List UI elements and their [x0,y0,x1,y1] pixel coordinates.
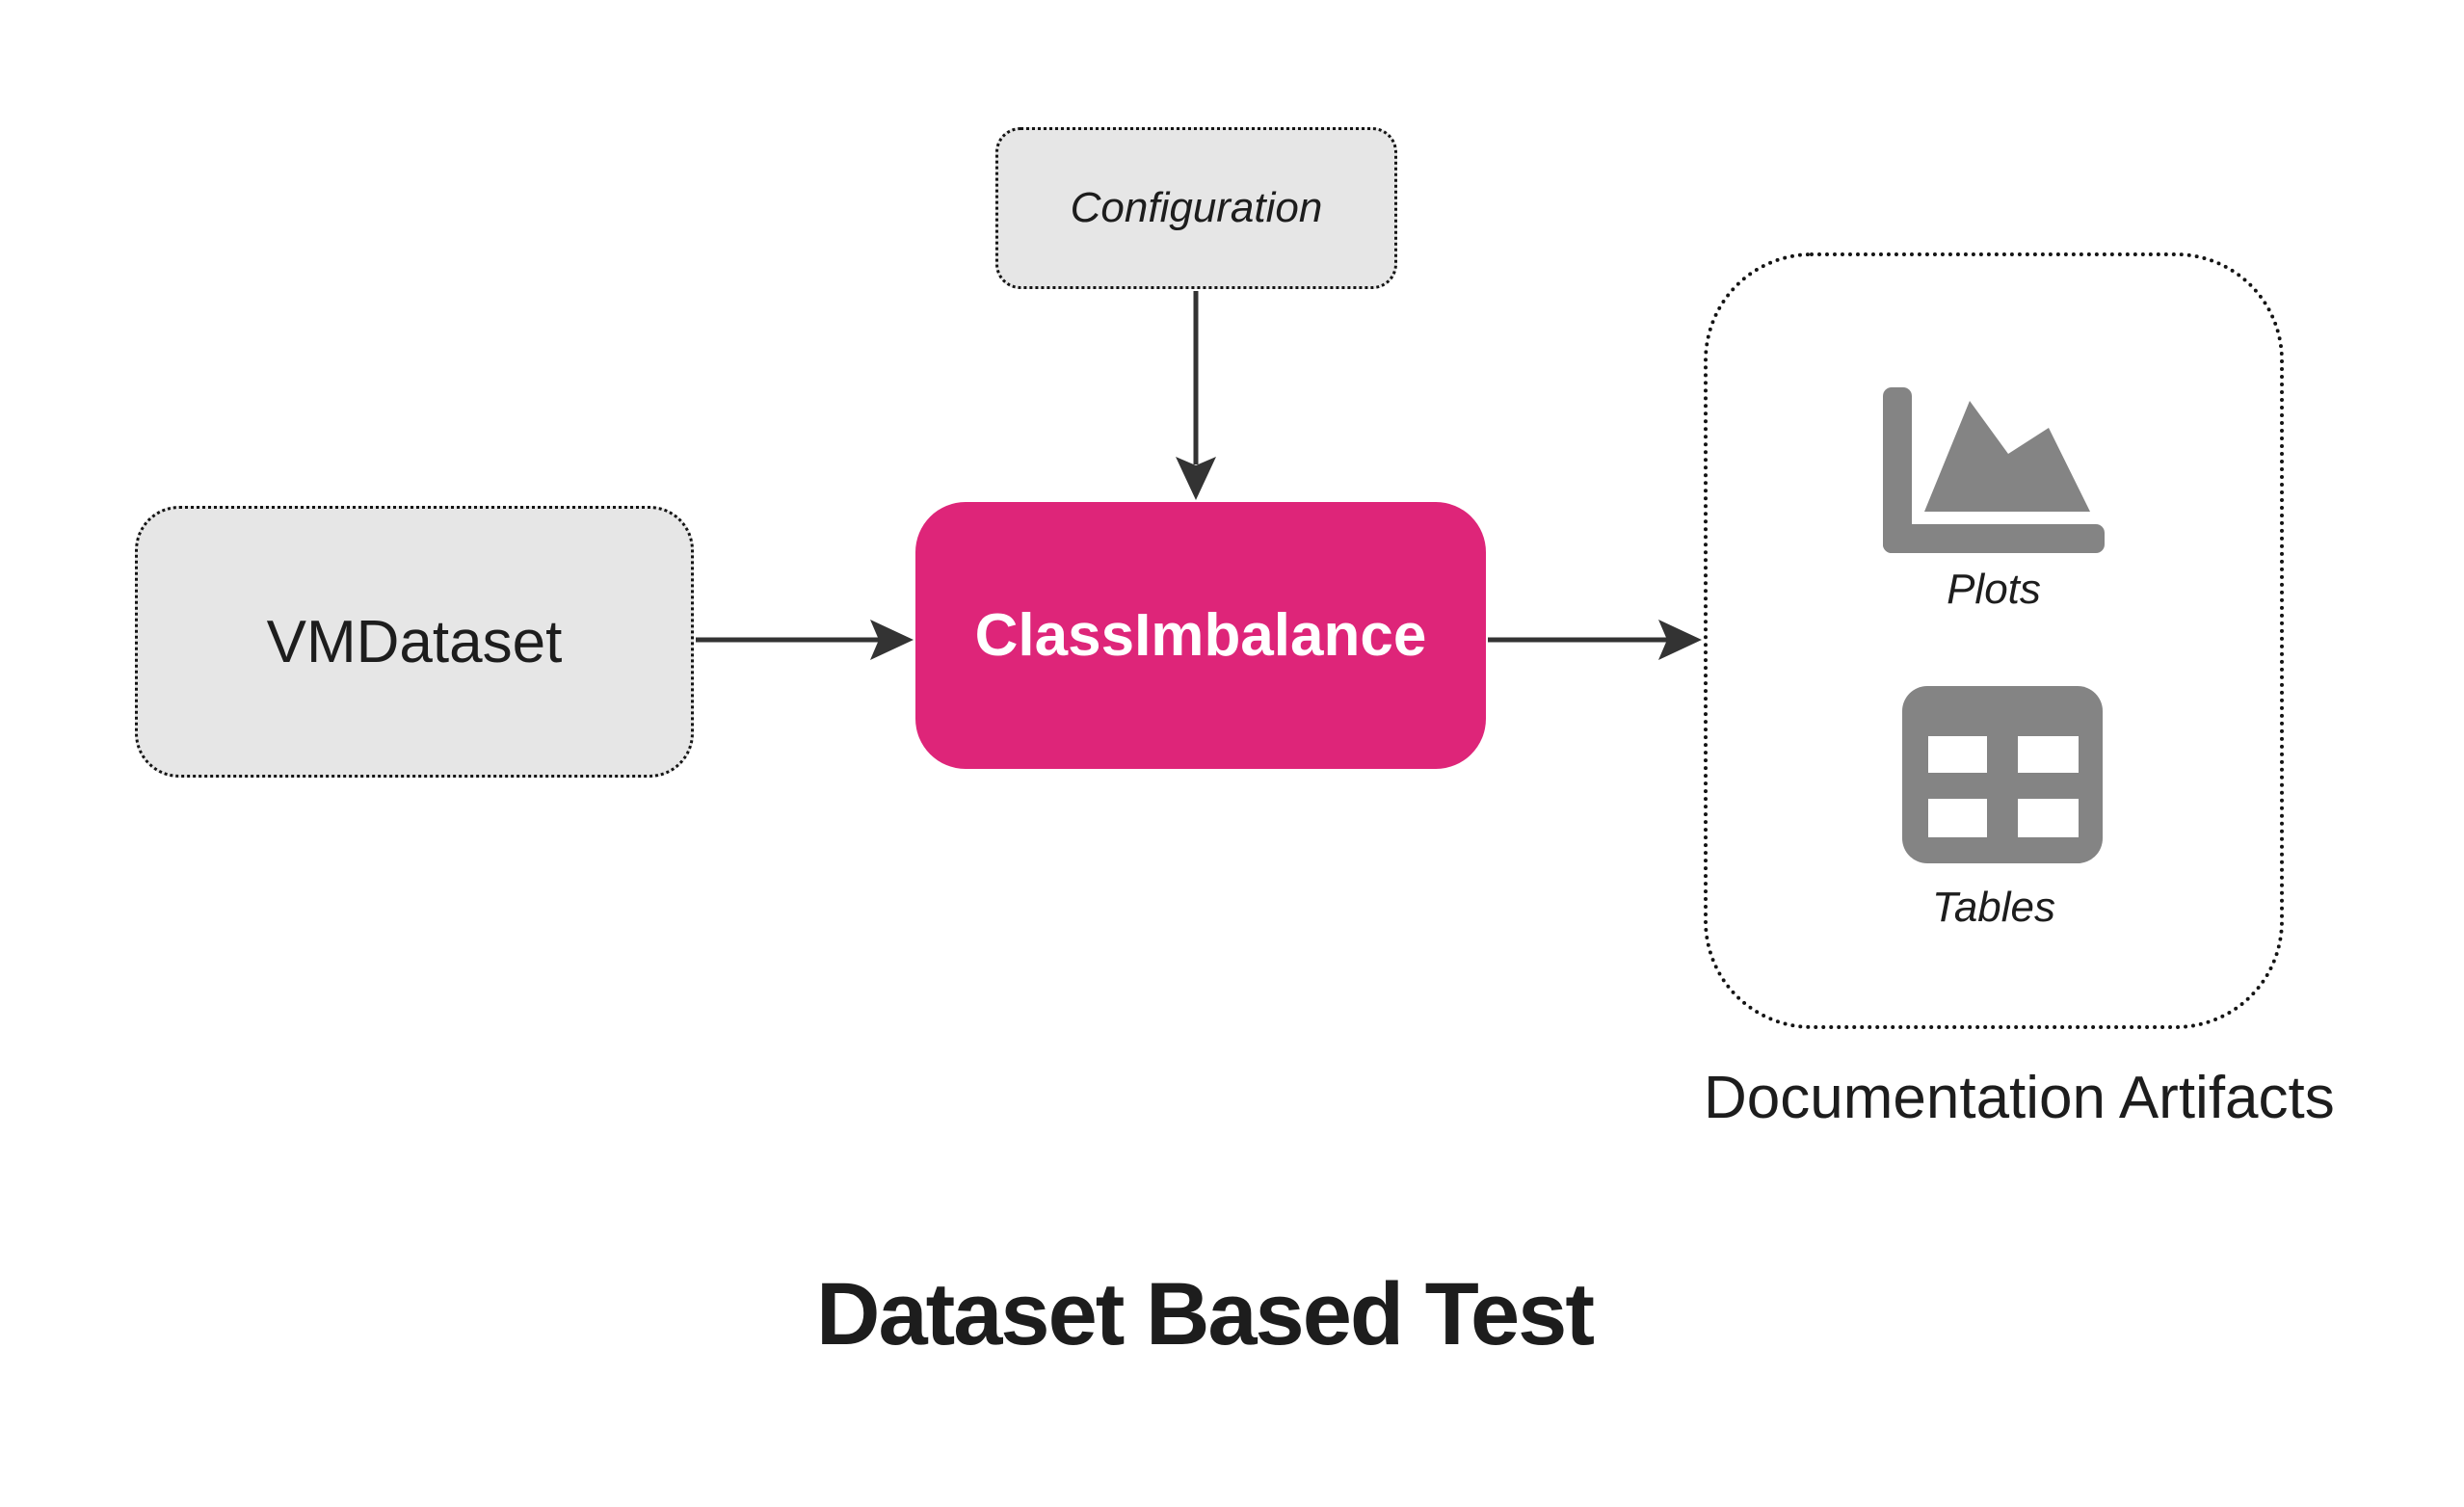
documentation-artifacts-box: Plots Tables [1704,252,2284,1029]
diagram-title: Dataset Based Test [816,1265,1595,1363]
node-configuration: Configuration [995,127,1397,289]
plots-label: Plots [1947,566,2041,613]
edge-dataset-to-test [696,620,914,660]
documentation-artifacts-caption: Documentation Artifacts [1704,1065,2335,1131]
node-vmdataset-label: VMDataset [266,608,563,675]
area-chart-icon [1883,387,2105,553]
tables-label: Tables [1931,884,2056,931]
table-icon [1902,686,2103,863]
edge-test-to-artifacts [1488,620,1702,660]
node-configuration-label: Configuration [1070,184,1323,231]
node-classimbalance-label: ClassImbalance [974,602,1427,669]
edge-config-to-test [1176,291,1216,500]
node-vmdataset: VMDataset [135,506,694,778]
node-classimbalance: ClassImbalance [915,502,1486,769]
